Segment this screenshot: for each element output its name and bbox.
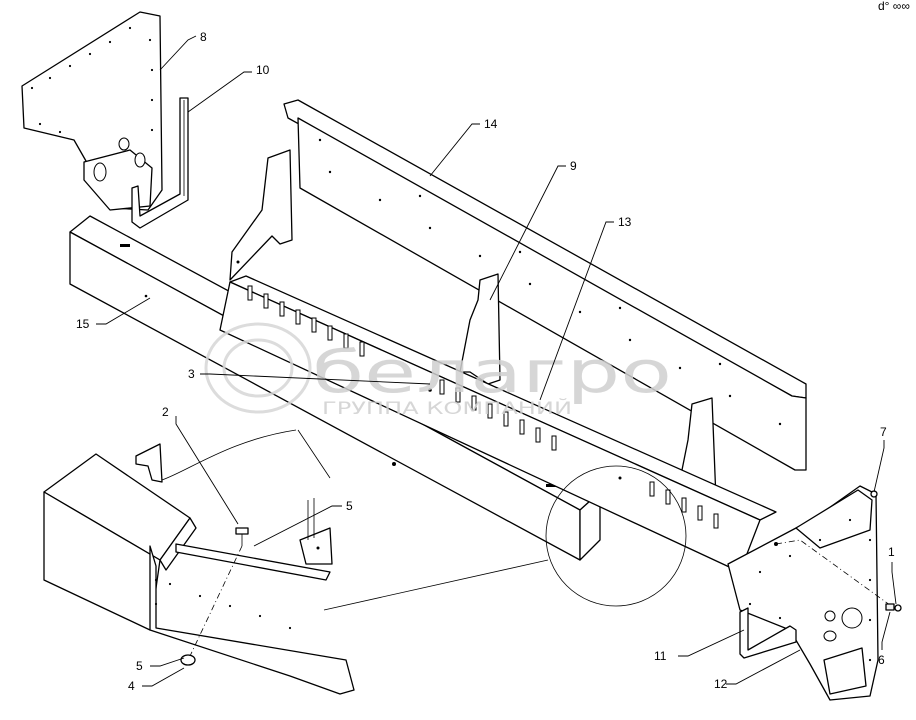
part-12-right-bracket bbox=[739, 607, 797, 659]
callout-15: 15 bbox=[76, 317, 90, 331]
callout-8: 8 bbox=[200, 30, 207, 44]
grate-slots bbox=[247, 285, 719, 529]
callout-1: 1 bbox=[888, 545, 895, 559]
callout-5-upper: 5 bbox=[346, 499, 353, 513]
callout-4: 4 bbox=[128, 679, 135, 693]
callout-3: 3 bbox=[188, 367, 195, 381]
watermark: белагро ГРУППА КОМПАНИЙ bbox=[204, 322, 672, 419]
detail-circle bbox=[545, 465, 687, 607]
watermark-tagline: ГРУППА КОМПАНИЙ bbox=[322, 397, 572, 419]
callout-9: 12 bbox=[714, 677, 728, 691]
callout-5-lower: 5 bbox=[136, 659, 143, 673]
callout-2: 2 bbox=[162, 405, 169, 419]
callout-13: 13 bbox=[618, 215, 632, 229]
callout-10: 9 bbox=[570, 159, 577, 173]
callout-labels: 8 10 14 9 13 15 3 2 5 5 4 7 1 6 11 12 bbox=[76, 30, 895, 693]
detail-view bbox=[43, 429, 355, 695]
callout-12: 11 bbox=[654, 649, 667, 663]
watermark-brand: белагро bbox=[312, 338, 672, 406]
fasteners-right bbox=[870, 490, 902, 612]
part-14-holes bbox=[318, 138, 782, 426]
callout-11: 10 bbox=[256, 63, 270, 77]
leader-lines bbox=[96, 35, 897, 687]
corner-mark: d° ∞∞ bbox=[878, 0, 910, 13]
part-8-left-side-plate bbox=[21, 11, 163, 211]
callout-14: 14 bbox=[484, 117, 498, 131]
part-14-rear-panel bbox=[283, 99, 807, 471]
callout-7: 7 bbox=[880, 425, 887, 439]
callout-6: 6 bbox=[878, 653, 885, 667]
part-9-right-side-plate bbox=[727, 485, 879, 701]
part-11-left-bracket bbox=[131, 97, 189, 229]
